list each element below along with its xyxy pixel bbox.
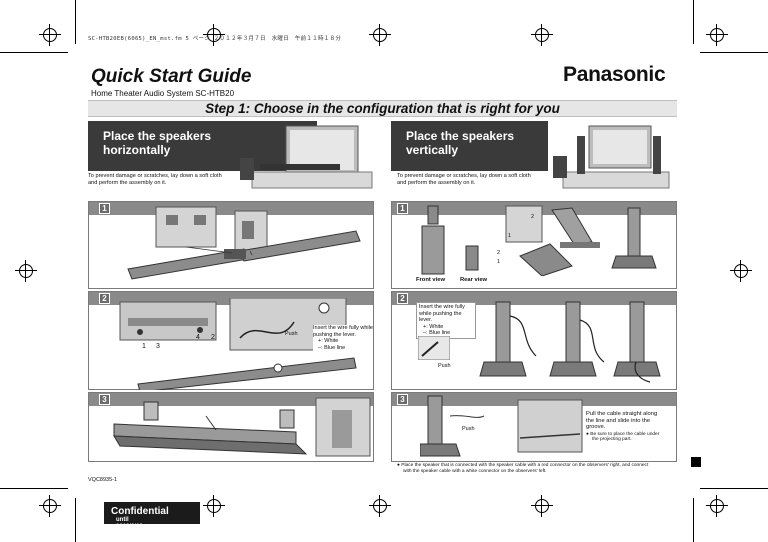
right-step2-wire-line3: lever. xyxy=(419,317,433,323)
right-step3-pull-line3: groove. xyxy=(586,424,606,430)
trim-line xyxy=(75,498,76,542)
confidential-label: Confidential xyxy=(111,506,169,517)
right-step3-number: 3 xyxy=(397,394,408,405)
right-step2-minus: –: Blue line xyxy=(423,330,451,336)
registration-mark-left-middle xyxy=(15,260,37,282)
registration-mark-top-right xyxy=(706,24,728,46)
right-note-line2: and perform the assembly on it. xyxy=(397,180,476,186)
front-view-label: Front view xyxy=(416,277,445,283)
right-step1-illustration xyxy=(421,205,657,276)
tv-vertical-illustration xyxy=(553,125,670,189)
registration-mark-bottom-center-left xyxy=(203,495,225,517)
left-heading-line2: horizontally xyxy=(103,143,171,157)
trim-line xyxy=(75,0,76,44)
right-footnote-line1: Place the speaker that is connected with… xyxy=(401,463,649,468)
right-step1-label-1a: 1 xyxy=(508,233,512,239)
confidential-stamp: Confidential until 2012/3/13 xyxy=(104,502,200,530)
registration-mark-bottom-center xyxy=(369,495,391,517)
trim-line xyxy=(693,498,694,542)
right-footnote-line2: with the speaker cable with a white conn… xyxy=(403,468,547,474)
left-step2-illustration xyxy=(119,298,357,390)
right-note: To prevent damage or scratches, lay down… xyxy=(397,173,637,187)
page-tab-marker xyxy=(691,457,701,467)
right-step3-bullet-line1: Be sure to place the cable under xyxy=(590,431,660,437)
left-step3-illustration xyxy=(113,397,371,457)
right-footnote: ● Place the speaker that is connected wi… xyxy=(397,463,682,475)
left-step1-number: 1 xyxy=(99,203,110,214)
registration-mark-top-center-right xyxy=(531,24,553,46)
right-step1-label-2a: 2 xyxy=(531,214,535,220)
left-step2-label-3: 3 xyxy=(156,343,160,350)
registration-mark-bottom-right xyxy=(706,495,728,517)
step-banner: Step 1: Choose in the configuration that… xyxy=(88,100,677,117)
registration-mark-top-left xyxy=(39,24,61,46)
left-note-line2: and perform the assembly on it. xyxy=(88,180,167,186)
left-step2-label-1: 1 xyxy=(142,343,146,350)
trim-line xyxy=(700,488,768,489)
left-step2-minus: –: Blue line xyxy=(318,344,346,351)
registration-mark-bottom-center-right xyxy=(531,495,553,517)
right-step1-number: 1 xyxy=(397,203,408,214)
file-header: SC-HTB20EB(6065)_EN_mst.fm 5 ページ ２０１２年３月… xyxy=(88,36,342,42)
right-step2-push-label: Push xyxy=(438,363,451,369)
left-heading-line1: Place the speakers xyxy=(103,129,212,143)
right-step3-pull-line1: Pull the cable straight along xyxy=(586,411,658,417)
right-step2-wire-instruction: Insert the wire fully while pushing the … xyxy=(416,302,476,339)
left-step1-illustration xyxy=(127,206,361,280)
left-step2-plus: +: White xyxy=(318,338,339,344)
right-step3-bullet: ● Be sure to place the cable under the p… xyxy=(586,432,674,443)
until-line1: until xyxy=(116,517,129,523)
right-heading-line2: vertically xyxy=(406,143,459,157)
right-step3-push-label: Push xyxy=(462,426,475,432)
bullet-icon: ● xyxy=(586,431,589,437)
right-step1-label-1b: 1 xyxy=(497,259,501,265)
left-step3-number: 3 xyxy=(99,394,110,405)
right-step2-push-inset xyxy=(418,336,450,360)
right-step1-label-2b: 2 xyxy=(497,250,501,256)
until-line2: 2012/3/13 xyxy=(116,523,143,530)
left-step2-label-4: 4 xyxy=(196,334,200,341)
registration-mark-right-middle xyxy=(730,260,752,282)
left-step2-number: 2 xyxy=(99,293,110,304)
rear-view-label: Rear view xyxy=(460,277,488,283)
right-note-line1: To prevent damage or scratches, lay down… xyxy=(397,173,531,179)
brand-logo: Panasonic xyxy=(563,63,666,86)
trim-line xyxy=(0,488,68,489)
right-step2-wire-line2: while pushing the xyxy=(419,310,462,317)
right-step2-illustration xyxy=(479,301,661,383)
right-step2-plus: +: White xyxy=(423,323,444,330)
trim-line xyxy=(700,52,768,53)
left-step2-wire-instruction: Insert the wire fully while pushing the … xyxy=(313,325,373,351)
right-step3-illustration xyxy=(420,395,583,457)
tv-horizontal-illustration xyxy=(240,125,373,189)
right-heading-line1: Place the speakers xyxy=(406,129,515,143)
document-code: VQC8935-1 xyxy=(88,477,118,483)
bullet-icon: ● xyxy=(397,463,400,468)
left-step2-push-label: Push xyxy=(285,331,298,337)
right-step3-bullet-line2: the projecting part. xyxy=(592,437,632,443)
page-title: Quick Start Guide xyxy=(91,66,252,87)
right-heading: Place the speakers vertically xyxy=(391,121,548,171)
left-heading: Place the speakers horizontally xyxy=(88,121,317,171)
left-note-line1: To prevent damage or scratches, lay down… xyxy=(88,173,222,179)
right-step3-pull-line2: the line and slide into the xyxy=(586,417,651,424)
registration-mark-top-center-left xyxy=(203,24,225,46)
confidential-until: until 2012/3/13 xyxy=(116,517,143,530)
right-step2-wire-line1: Insert the wire fully xyxy=(419,304,465,310)
left-step2-label-2: 2 xyxy=(211,334,215,341)
right-step3-pull-instruction: Pull the cable straight along the line a… xyxy=(586,411,674,443)
right-step2-number: 2 xyxy=(397,293,408,304)
left-step2-wire-line1: Insert the wire fully while xyxy=(313,325,373,331)
page-subtitle: Home Theater Audio System SC-HTB20 xyxy=(91,89,235,98)
trim-line xyxy=(0,52,68,53)
registration-mark-bottom-left xyxy=(39,495,61,517)
left-note: To prevent damage or scratches, lay down… xyxy=(88,173,318,187)
registration-mark-top-center xyxy=(369,24,391,46)
trim-line xyxy=(693,0,694,44)
left-step2-wire-line2: pushing the lever. xyxy=(313,331,357,338)
